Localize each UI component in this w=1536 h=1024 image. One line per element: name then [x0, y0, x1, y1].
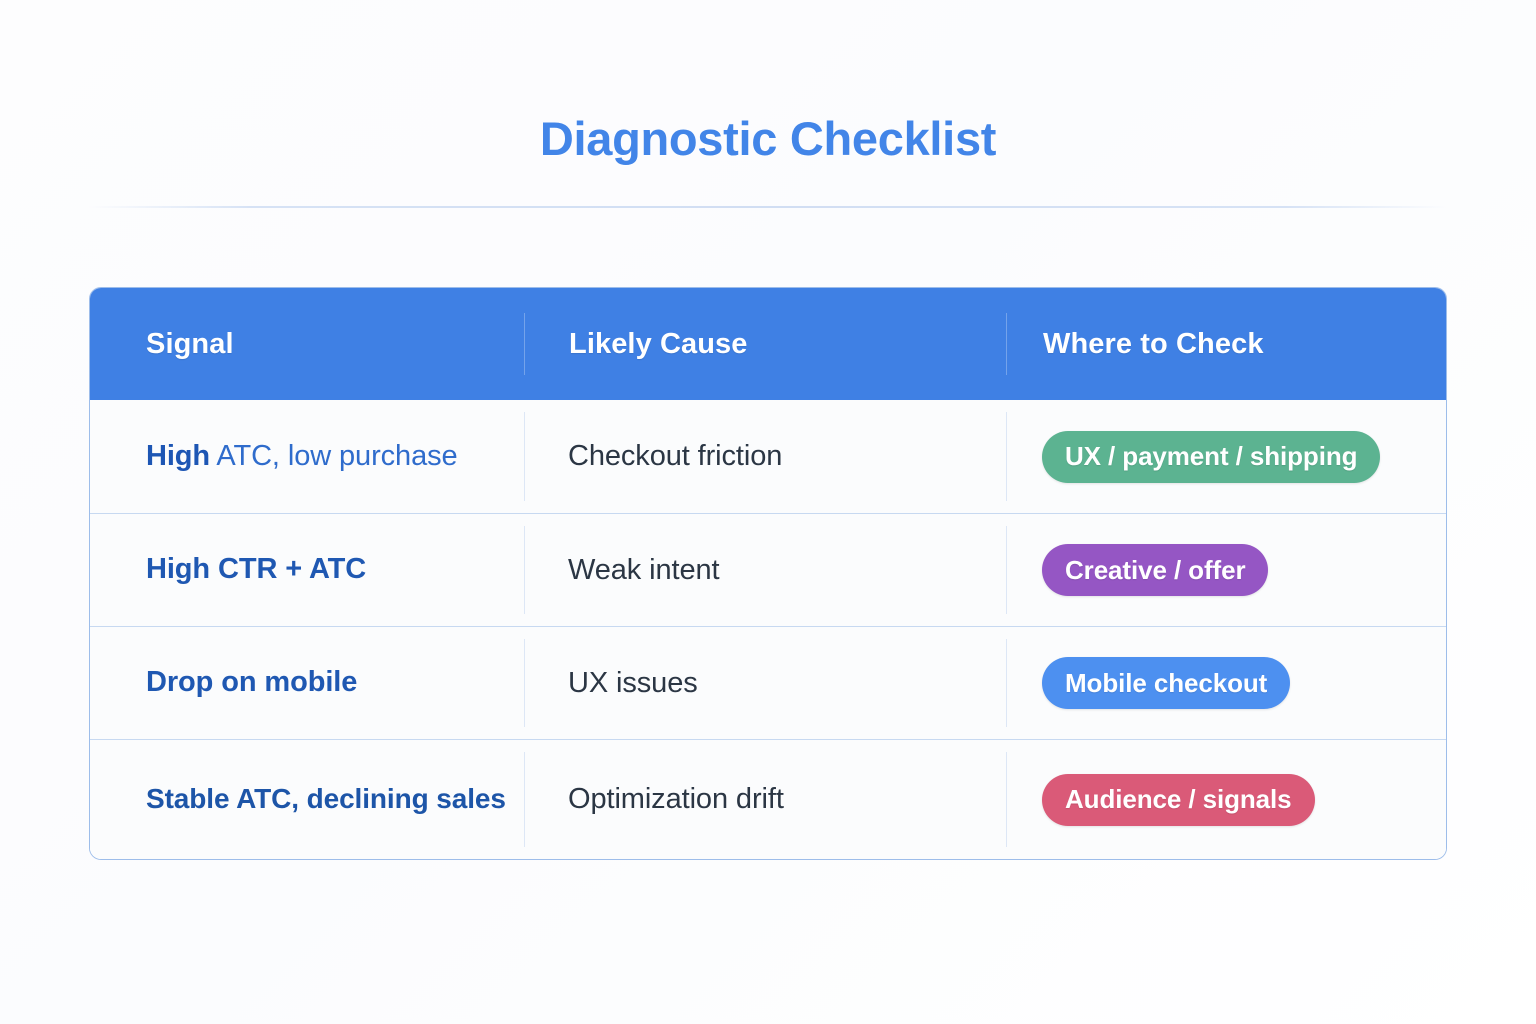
page-title: Diagnostic Checklist — [539, 112, 997, 165]
signal-text: Stable ATC, declining sales — [146, 783, 506, 815]
cell-where-to-check: Mobile checkout — [1006, 627, 1444, 739]
cell-signal: Drop on mobile — [90, 627, 524, 739]
column-header-signal: Signal — [146, 327, 234, 360]
column-header-likely-cause: Likely Cause — [524, 313, 1006, 375]
cell-likely-cause: Checkout friction — [524, 400, 1006, 513]
signal-rest: ATC, low purchase — [210, 439, 458, 472]
cause-text: Weak intent — [568, 553, 720, 586]
signal-text: High ATC, low purchase — [146, 439, 458, 473]
table-body: High ATC, low purchase Checkout friction… — [90, 400, 1446, 859]
table-row: Drop on mobile UX issues Mobile checkout — [90, 626, 1446, 739]
table-row: Stable ATC, declining sales Optimization… — [90, 739, 1446, 859]
cause-text: UX issues — [568, 666, 698, 699]
status-badge[interactable]: Mobile checkout — [1042, 657, 1291, 709]
title-divider — [88, 206, 1448, 208]
cell-where-to-check: Audience / signals — [1006, 740, 1444, 859]
title-block: Diagnostic Checklist — [0, 112, 1536, 166]
cell-likely-cause: UX issues — [524, 627, 1006, 739]
signal-lead: High — [146, 439, 211, 472]
cell-where-to-check: Creative / offer — [1006, 514, 1444, 626]
cell-signal: High ATC, low purchase — [90, 400, 524, 513]
signal-text: High CTR + ATC — [146, 553, 367, 586]
table-header-row: Signal Likely Cause Where to Check — [90, 288, 1446, 400]
cell-signal: Stable ATC, declining sales — [90, 740, 524, 859]
status-badge[interactable]: Audience / signals — [1042, 773, 1315, 826]
table-row: High ATC, low purchase Checkout friction… — [90, 400, 1446, 513]
cell-likely-cause: Weak intent — [524, 514, 1006, 626]
table-row: High CTR + ATC Weak intent Creative / of… — [90, 513, 1446, 626]
status-badge[interactable]: UX / payment / shipping — [1042, 430, 1381, 483]
cell-likely-cause: Optimization drift — [524, 740, 1006, 859]
column-header-where-to-check: Where to Check — [1006, 313, 1444, 375]
cell-where-to-check: UX / payment / shipping — [1006, 400, 1444, 513]
signal-text: Drop on mobile — [146, 666, 358, 699]
cell-signal: High CTR + ATC — [90, 514, 524, 626]
diagnostic-checklist-table: Signal Likely Cause Where to Check High … — [89, 287, 1447, 860]
status-badge[interactable]: Creative / offer — [1042, 544, 1269, 596]
cause-text: Checkout friction — [568, 440, 783, 472]
cause-text: Optimization drift — [568, 783, 784, 815]
